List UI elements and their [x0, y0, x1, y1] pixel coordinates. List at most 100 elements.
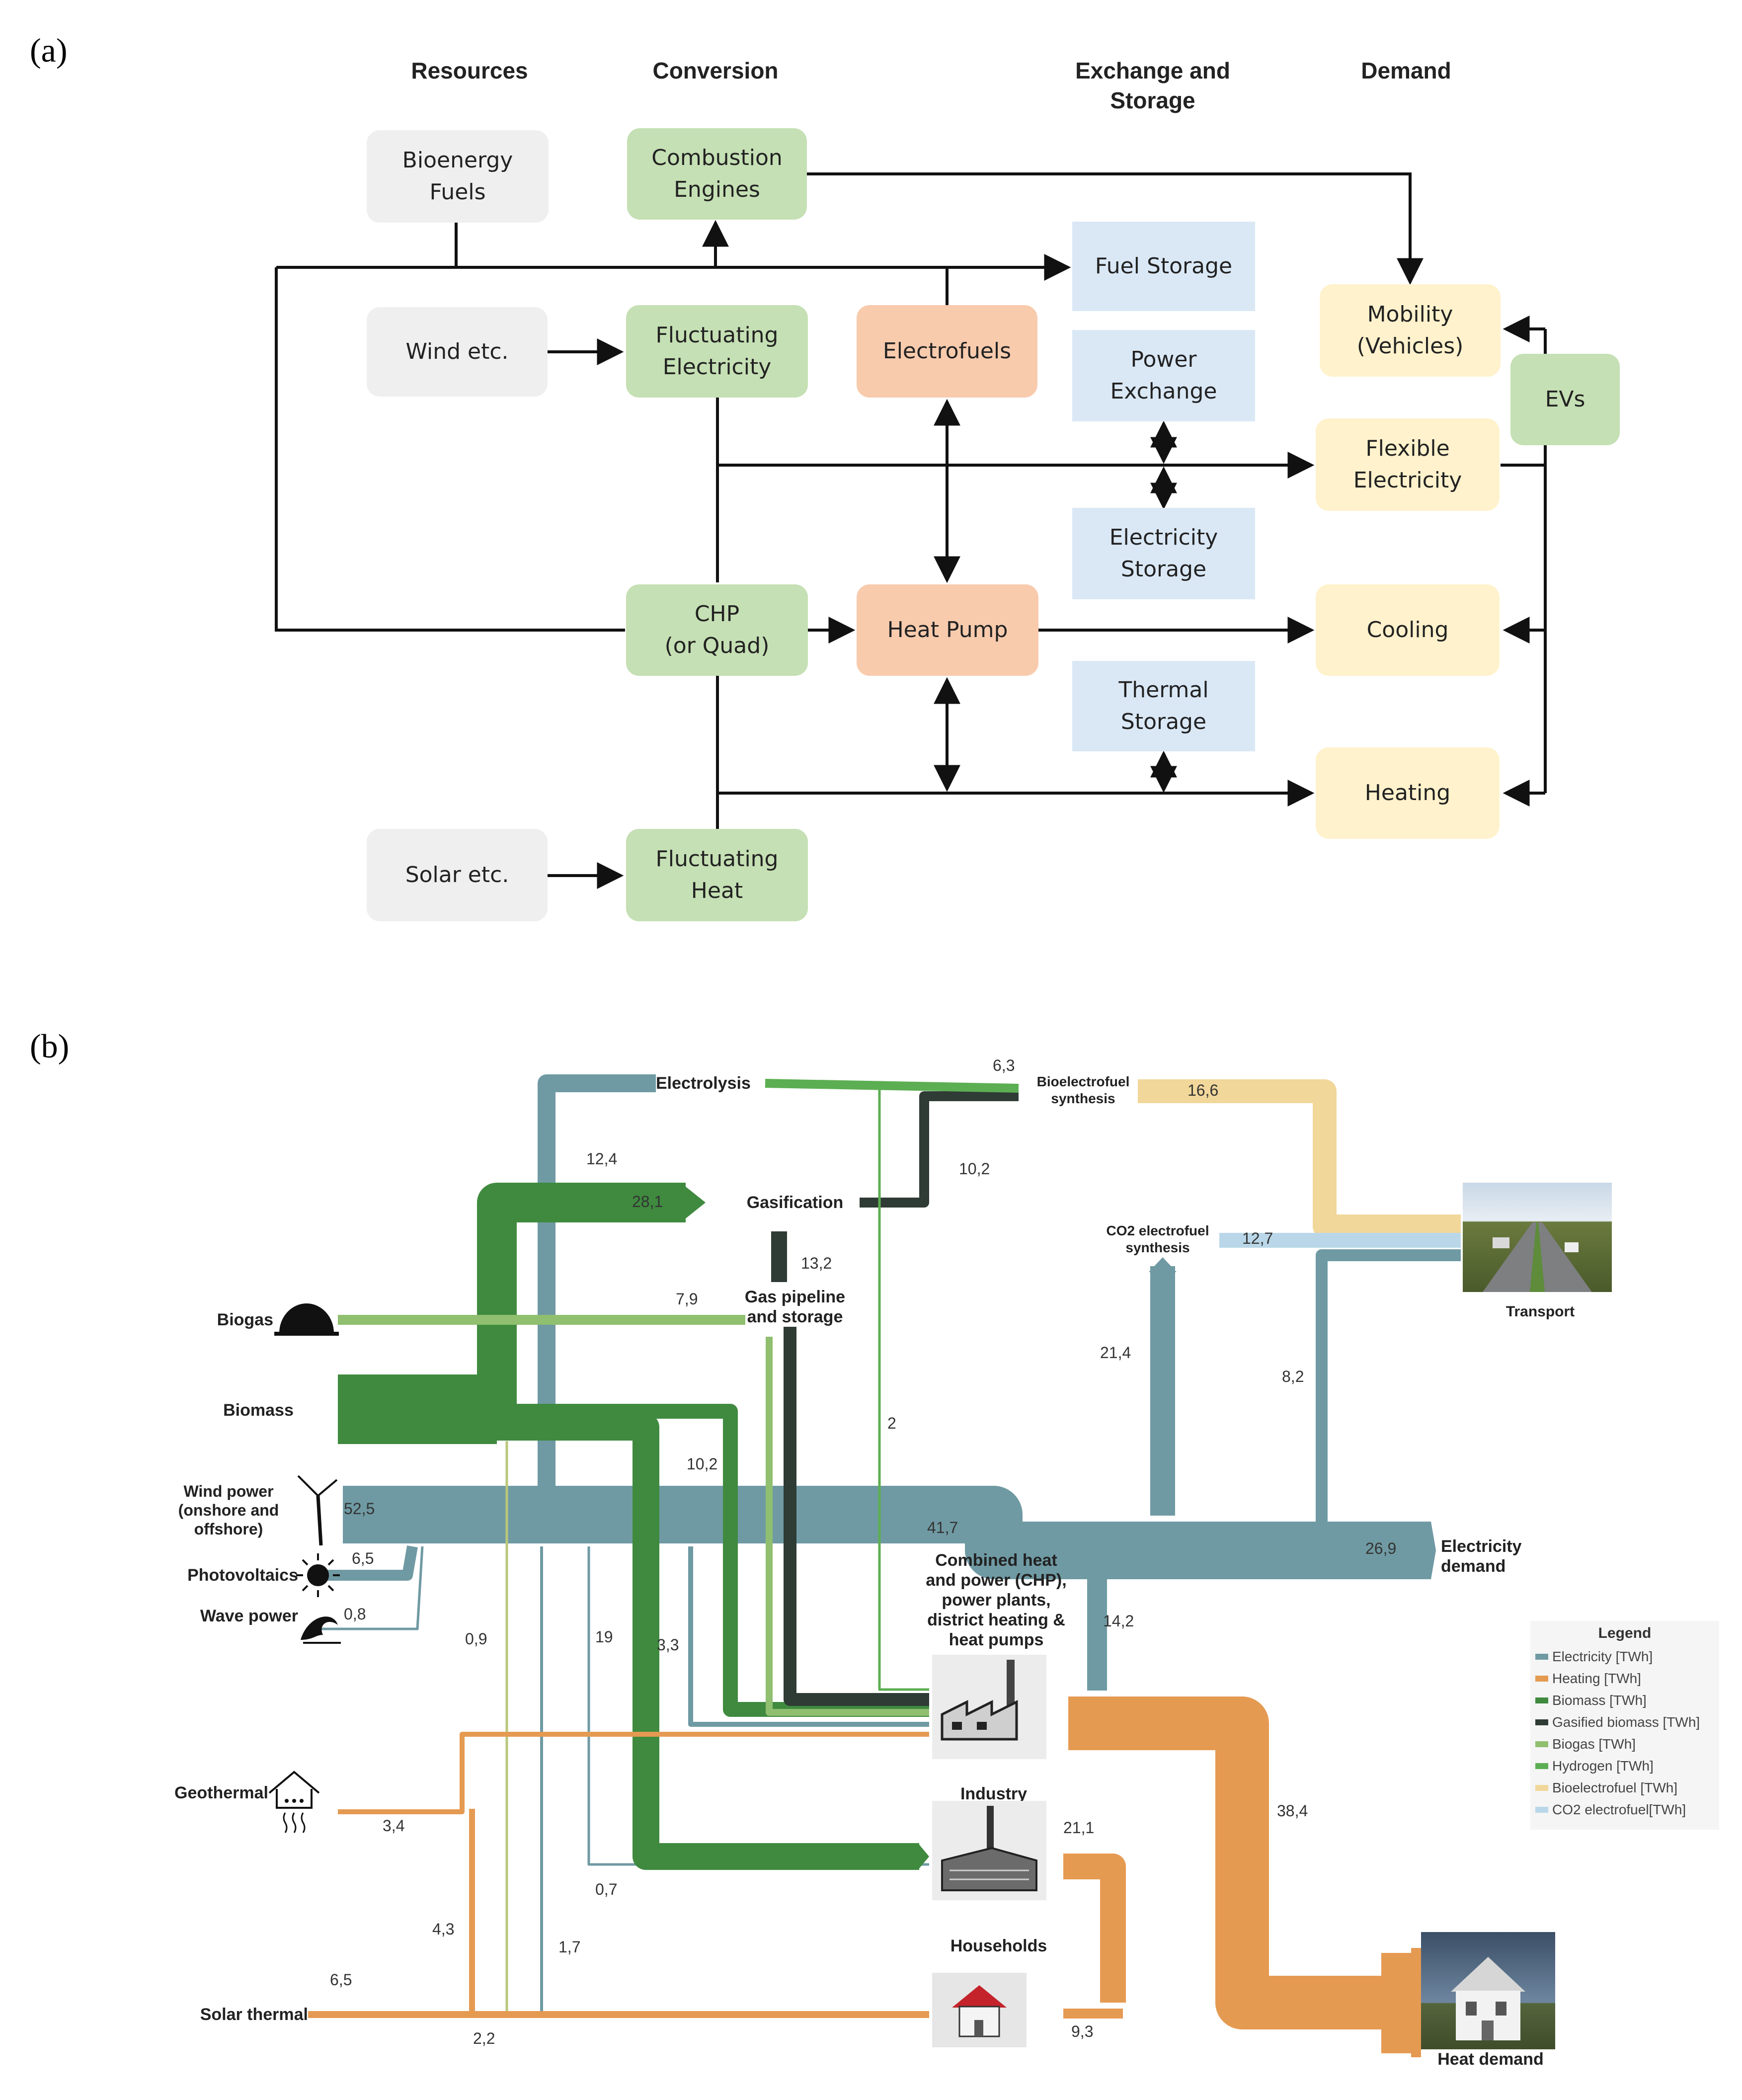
value-label: 52,5: [344, 1500, 375, 1518]
box-chp: CHP (or Quad): [626, 584, 808, 676]
legend-swatch: [1535, 1763, 1548, 1769]
value-label: 12,7: [1242, 1229, 1273, 1247]
value-label: 21,4: [1100, 1344, 1131, 1362]
flow-geothermal: [338, 1732, 929, 1814]
value-label: 12,4: [586, 1150, 618, 1168]
value-label: 28,1: [632, 1193, 663, 1211]
heat-demand-house-image: [1421, 1932, 1555, 2049]
box-mobility: Mobility (Vehicles): [1320, 284, 1501, 377]
flow-elec-demand-arrow: [1411, 1522, 1436, 1579]
legend: Legend Electricity [TWh]Heating [TWh]Bio…: [1530, 1621, 1719, 1830]
value-label: 1,7: [558, 1938, 581, 1956]
legend-label: Hydrogen [TWh]: [1552, 1758, 1654, 1774]
value-label: 10,2: [959, 1160, 990, 1178]
value-label: 10,2: [687, 1455, 718, 1473]
legend-item: CO2 electrofuel[TWh]: [1535, 1800, 1686, 1820]
node-wind-power: Wind power (onshore and offshore): [178, 1482, 279, 1538]
box-fuel-storage: Fuel Storage: [1072, 222, 1255, 311]
legend-label: Biogas [TWh]: [1552, 1736, 1636, 1752]
flow-biomass-gasification-head: [686, 1187, 706, 1218]
flow-gasified-chp: [784, 1327, 929, 1706]
node-gas-pipeline: Gas pipeline and storage: [744, 1288, 846, 1326]
flow-biomass-households-head: [919, 1845, 929, 1868]
node-electrolysis: Electrolysis: [656, 1074, 751, 1093]
value-label: 0,7: [595, 1880, 618, 1898]
node-wave-power: Wave power: [200, 1607, 298, 1625]
box-power-exchange: Power Exchange: [1072, 330, 1255, 421]
flow-hydrogen-bioelectro: [765, 1079, 1019, 1093]
legend-item: Bioelectrofuel [TWh]: [1535, 1778, 1677, 1798]
flow-heat-households: [1063, 1854, 1126, 2003]
box-thermal-storage: Thermal Storage: [1072, 661, 1255, 751]
box-flexible-electricity: Flexible Electricity: [1316, 418, 1500, 511]
node-co2-synthesis: CO2 electrofuel synthesis: [1106, 1223, 1209, 1255]
value-label: 2,2: [473, 2029, 495, 2047]
flow-wave: [318, 1546, 424, 1630]
legend-item: Gasified biomass [TWh]: [1535, 1712, 1700, 1732]
header-resources: Resources: [411, 58, 528, 83]
value-label: 13,2: [801, 1254, 832, 1272]
box-fluctuating-heat: Fluctuating Heat: [626, 829, 808, 921]
box-bioenergy-fuels: Bioenergy Fuels: [367, 130, 549, 223]
value-label: 6,5: [352, 1549, 374, 1567]
value-label: 14,2: [1103, 1612, 1134, 1630]
flow-bioelectrofuel: [1138, 1079, 1461, 1238]
box-solar: Solar etc.: [367, 829, 548, 921]
flow-pv: [318, 1545, 418, 1581]
box-electrofuels: Electrofuels: [857, 305, 1037, 398]
node-electricity-demand: Electricity demand: [1441, 1537, 1522, 1576]
node-chp: Combined heat and power (CHP), power pla…: [926, 1551, 1067, 1649]
legend-swatch: [1535, 1697, 1548, 1703]
value-label: 6,3: [993, 1056, 1015, 1074]
value-label: 4,3: [432, 1920, 455, 1938]
value-label: 3,3: [657, 1636, 679, 1654]
value-label: 8,2: [1282, 1368, 1304, 1385]
node-households: Households: [950, 1937, 1047, 1955]
legend-label: Gasified biomass [TWh]: [1552, 1714, 1700, 1730]
flow-hydrogen-chp: [878, 1088, 929, 1691]
value-label: 6,5: [330, 1971, 352, 1989]
node-industry: Industry: [960, 1784, 1028, 1803]
transport-highway-image: [1463, 1183, 1612, 1292]
legend-label: CO2 electrofuel[TWh]: [1552, 1802, 1686, 1817]
header-exchange-storage: Exchange and Storage: [1075, 58, 1230, 113]
box-evs: EVs: [1510, 354, 1620, 445]
node-gasification: Gasification: [746, 1193, 844, 1212]
legend-item: Biogas [TWh]: [1535, 1734, 1636, 1754]
legend-swatch: [1535, 1654, 1548, 1660]
flow-elec-electrolysis: [538, 1074, 656, 1491]
value-label: 16,6: [1188, 1081, 1219, 1099]
legend-label: Electricity [TWh]: [1552, 1649, 1653, 1664]
value-label: 19: [595, 1628, 613, 1646]
legend-swatch: [1535, 1719, 1548, 1725]
flow-elec-transport: [1316, 1249, 1461, 1531]
legend-swatch: [1535, 1807, 1548, 1813]
value-label: 7,9: [676, 1290, 698, 1308]
legend-item: Hydrogen [TWh]: [1535, 1756, 1654, 1776]
node-solar-thermal: Solar thermal: [200, 2005, 308, 2024]
wave-icon: [301, 1616, 341, 1644]
node-bioelectrofuel: Bioelectrofuel synthesis: [1036, 1074, 1130, 1106]
legend-swatch: [1535, 1676, 1548, 1682]
line-chp-loop: [275, 267, 625, 632]
flow-heat-chp-heatdemand: [1068, 1696, 1416, 2029]
node-biogas: Biogas: [217, 1310, 273, 1329]
legend-swatch: [1535, 1785, 1548, 1791]
box-fluctuating-electricity: Fluctuating Electricity: [626, 305, 808, 398]
flow-gasified-bioelectro: [860, 1091, 1019, 1208]
arrow-combustion-mobility: [804, 172, 1424, 285]
value-label: 38,4: [1277, 1802, 1308, 1820]
flow-biomass-gasification: [477, 1183, 686, 1411]
heat-demand-arrowhead: [1381, 1953, 1426, 2053]
node-biomass: Biomass: [223, 1401, 294, 1420]
geothermal-icon: [268, 1771, 320, 1833]
industry-factory-icon: [932, 1801, 1046, 1900]
box-electricity-storage: Electricity Storage: [1072, 508, 1255, 599]
legend-title: Legend: [1598, 1625, 1652, 1641]
sun-icon: [296, 1553, 340, 1597]
legend-item: Biomass [TWh]: [1535, 1691, 1647, 1710]
value-label: 21,1: [1063, 1819, 1095, 1837]
biogas-icon: [274, 1303, 339, 1336]
